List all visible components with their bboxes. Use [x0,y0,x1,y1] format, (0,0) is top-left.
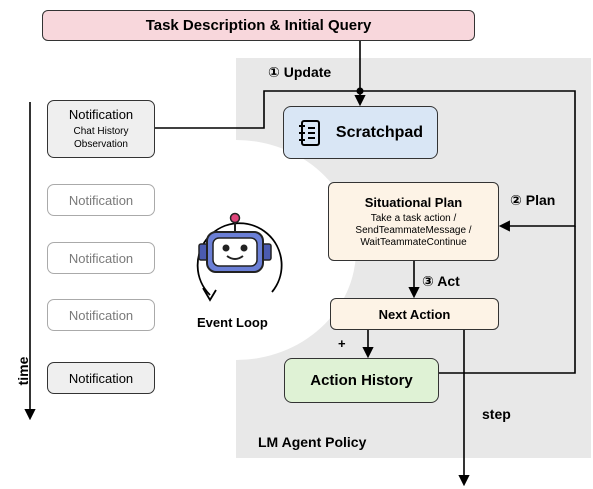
notification-item-label: Notification [68,370,134,386]
notification-observation: Observation [74,138,128,150]
notification-item: Notification [47,362,155,394]
history-feedback-line [439,226,576,374]
scratchpad-box: Scratchpad [283,106,438,159]
notification-item: Notification [47,242,155,274]
plan-option: Take a task action / [370,212,457,224]
notebook-icon [298,119,320,146]
notification-item-label: Notification [68,307,134,323]
situational-plan-box: Situational Plan Take a task action / Se… [328,182,499,261]
notification-item-label: Notification [68,192,134,208]
notification-item: Notification [47,184,155,216]
task-description-box: Task Description & Initial Query [42,10,475,41]
event-loop-label: Event Loop [197,315,268,330]
event-loop-arc [196,222,283,296]
policy-label: LM Agent Policy [258,434,367,450]
scratchpad-label: Scratchpad [335,123,424,141]
plan-arrow [360,90,576,232]
event-loop-arrowhead [202,287,217,302]
plan-option: WaitTeammateContinue [360,236,467,248]
act-step-label: ③ Act [422,273,460,289]
robot-backdrop-shape [236,140,356,360]
notification-item: Notification [47,299,155,331]
situational-plan-title: Situational Plan [364,194,463,210]
notification-current: Notification Chat History Observation [47,100,155,158]
action-history-box: Action History [284,358,439,403]
plus-label: + [338,336,346,351]
plan-step-label: ② Plan [510,192,556,208]
next-action-label: Next Action [378,306,451,322]
notification-connector [155,90,360,129]
action-history-label: Action History [310,372,413,389]
next-action-box: Next Action [330,298,499,330]
time-axis-label: time [15,356,31,386]
notification-item-label: Notification [68,250,134,266]
plan-option: SendTeammateMessage / [355,224,472,236]
task-description-label: Task Description & Initial Query [145,17,372,34]
robot-icon [198,212,272,273]
update-step-label: ① Update [268,64,332,80]
notification-title: Notification [68,106,134,122]
notification-chat-history: Chat History [73,125,129,137]
step-label: step [482,406,511,422]
